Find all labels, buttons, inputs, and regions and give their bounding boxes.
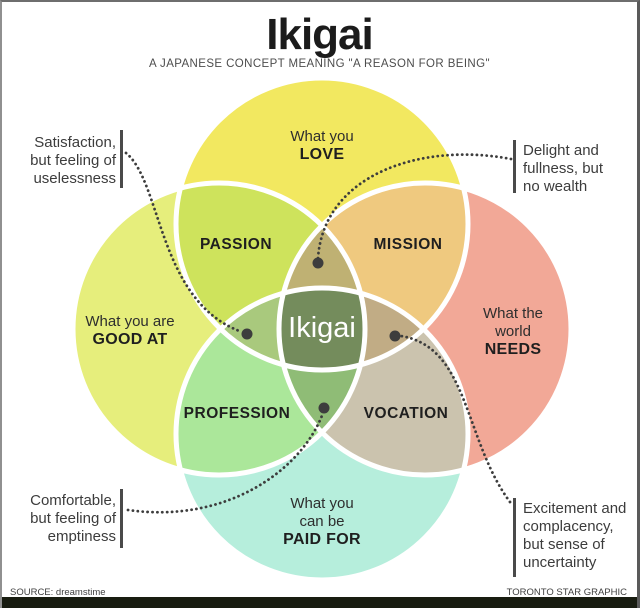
label-good-at-prefix: What you are xyxy=(85,313,175,330)
label-profession: PROFESSION xyxy=(183,405,291,422)
connector-dot-left xyxy=(241,328,253,340)
label-paid-for-prefix: What you can be xyxy=(290,495,354,530)
annotation-top-left: Satisfaction, but feeling of uselessness xyxy=(30,134,116,187)
annotation-top-right: Delight and fullness, but no wealth xyxy=(523,142,604,195)
label-love-prefix: What you xyxy=(290,128,354,145)
annotation-bar-bottom-left xyxy=(120,489,123,548)
annotation-bar-bottom-right xyxy=(513,498,516,577)
label-passion: PASSION xyxy=(199,236,273,253)
annotation-bottom-right: Excitement and complacency, but sense of… xyxy=(523,500,627,571)
outline-needs xyxy=(276,180,574,478)
label-vocation: VOCATION xyxy=(363,405,449,422)
label-mission: MISSION xyxy=(373,236,443,253)
label-ikigai-center: Ikigai xyxy=(288,312,356,344)
graphic-credit: TORONTO STAR GRAPHIC xyxy=(506,587,627,598)
connector-dot-bottom xyxy=(318,402,330,414)
label-paid-for-bold: PAID FOR xyxy=(283,531,361,548)
outline-love xyxy=(173,75,471,373)
connector-dot-top xyxy=(312,257,324,269)
source-credit: SOURCE: dreamstime xyxy=(10,587,106,598)
label-good-at-bold: GOOD AT xyxy=(92,331,168,348)
label-love-bold: LOVE xyxy=(299,146,345,163)
connector-top-right xyxy=(316,153,513,260)
annotation-bar-top-right xyxy=(513,140,516,193)
page-title: Ikigai xyxy=(266,10,374,59)
label-needs-bold: NEEDS xyxy=(484,341,542,358)
outline-paid-for xyxy=(173,285,471,583)
page-subtitle: A JAPANESE CONCEPT MEANING "A REASON FOR… xyxy=(149,58,490,70)
connector-dot-right xyxy=(389,330,401,342)
connector-top-left xyxy=(124,151,244,334)
annotation-bar-top-left xyxy=(120,130,123,188)
annotation-bottom-left: Comfortable, but feeling of emptiness xyxy=(30,492,116,545)
outline-good-at xyxy=(70,180,368,478)
bottom-bar xyxy=(2,597,637,608)
label-needs-prefix: What the world xyxy=(482,305,544,340)
connector-bottom-left xyxy=(126,411,325,514)
connector-bottom-right xyxy=(399,334,512,504)
